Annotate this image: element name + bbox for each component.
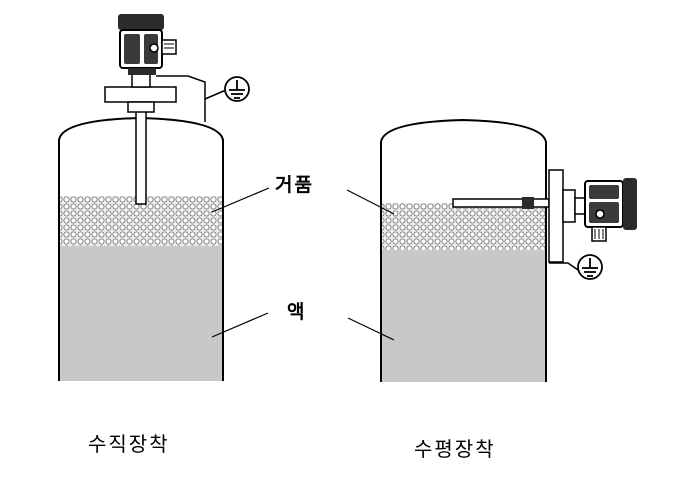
liquid-area	[381, 250, 546, 382]
liquid-label: 액	[287, 301, 307, 323]
mounting-flange	[548, 169, 564, 263]
vertical-mount-caption: 수직장착	[88, 432, 170, 456]
vertical-tank	[58, 14, 270, 381]
probe-rod	[135, 107, 147, 205]
foam-leader-right	[346, 189, 395, 215]
tank-outline	[380, 118, 547, 382]
liquid-area	[59, 246, 223, 381]
horizontal-tank	[346, 118, 637, 382]
ground-icon	[224, 76, 250, 102]
mounting-flange	[104, 86, 177, 103]
horizontal-mount-caption: 수평장착	[414, 437, 496, 461]
probe-rod	[452, 198, 550, 208]
liquid-leader-right	[347, 317, 395, 341]
ground-wire	[156, 75, 206, 122]
sensor-head	[584, 178, 637, 242]
liquid-leader-left	[211, 312, 269, 338]
sensor-head	[118, 14, 177, 75]
foam-label: 거품	[275, 174, 314, 196]
ground-wire	[549, 262, 579, 271]
foam-area	[381, 203, 546, 250]
foam-leader-left	[211, 187, 270, 213]
ground-icon	[577, 254, 603, 280]
